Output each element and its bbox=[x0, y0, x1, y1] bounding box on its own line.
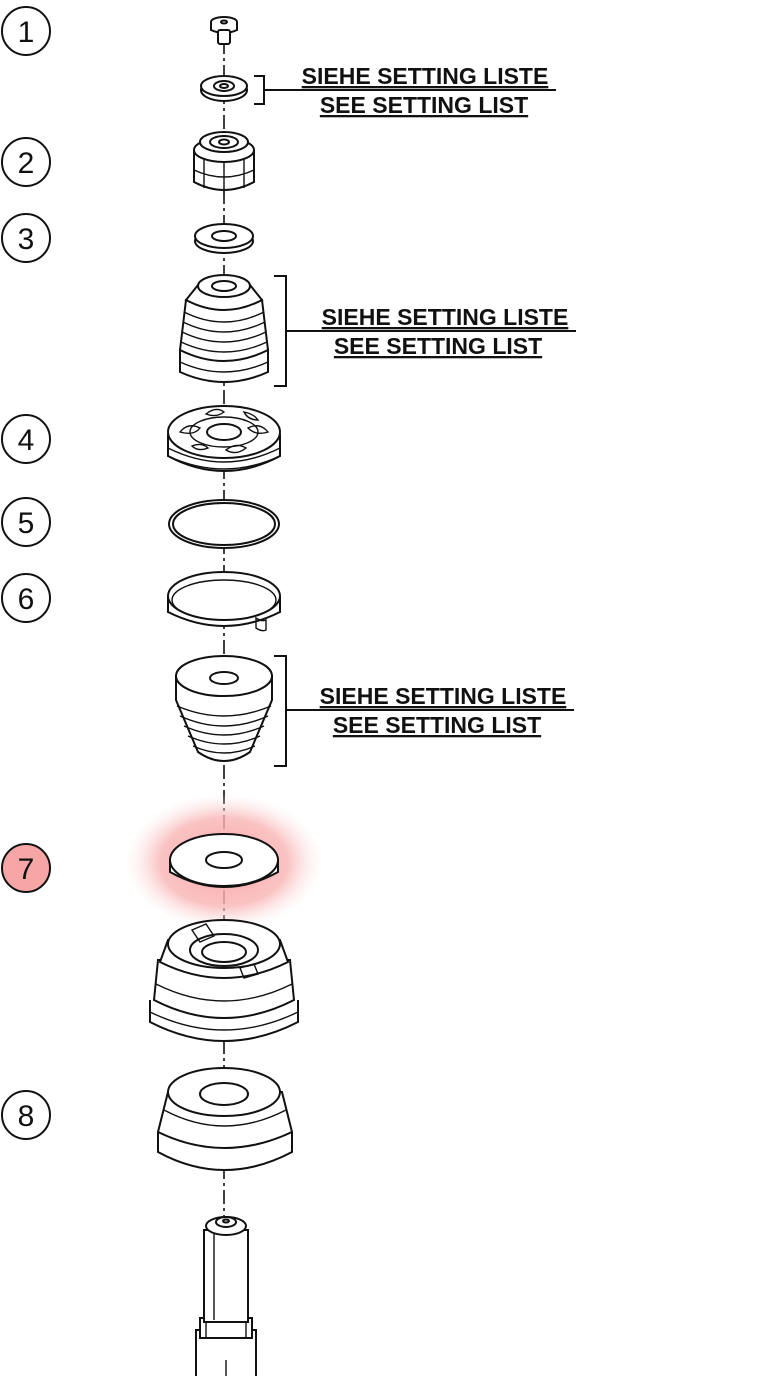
item-number-2: 2 bbox=[1, 137, 51, 187]
part-stem bbox=[195, 1216, 257, 1376]
part-bottom-cap bbox=[156, 1067, 294, 1171]
item-number-6: 6 bbox=[1, 573, 51, 623]
item-number-3-label: 3 bbox=[18, 223, 35, 256]
part-o-ring bbox=[168, 499, 280, 549]
part-nozzle-screw bbox=[210, 16, 238, 45]
callout-2-line2: SEE SETTING LIST bbox=[334, 333, 542, 359]
item-number-5: 5 bbox=[1, 497, 51, 547]
item-number-6-label: 6 bbox=[18, 583, 35, 616]
part-spring-stack-lower bbox=[175, 655, 273, 762]
callout-3-line1: SIEHE SETTING LISTE bbox=[320, 683, 567, 709]
part-spring-stack-upper bbox=[178, 274, 270, 383]
item-number-8: 8 bbox=[1, 1090, 51, 1140]
item-number-7-label: 7 bbox=[18, 853, 35, 886]
item-number-1: 1 bbox=[1, 6, 51, 56]
item-number-4: 4 bbox=[1, 414, 51, 464]
callout-setting-list-1: SIEHE SETTING LISTE SEE SETTING LIST bbox=[254, 63, 556, 118]
part-retaining-ring bbox=[167, 571, 281, 632]
callout-3-line2: SEE SETTING LIST bbox=[333, 712, 541, 738]
item-number-5-label: 5 bbox=[18, 507, 35, 540]
item-number-7-highlighted: 7 bbox=[1, 843, 51, 893]
part-swirl-disc bbox=[167, 405, 281, 472]
callout-1-line2: SEE SETTING LIST bbox=[320, 92, 528, 118]
part-highlighted-washer bbox=[169, 833, 279, 888]
item-number-4-label: 4 bbox=[18, 424, 35, 457]
part-nozzle-washer bbox=[200, 75, 248, 102]
callout-1-line1: SIEHE SETTING LISTE bbox=[302, 63, 549, 89]
callout-2-line1: SIEHE SETTING LISTE bbox=[322, 304, 569, 330]
callout-setting-list-2: SIEHE SETTING LISTE SEE SETTING LIST bbox=[274, 275, 576, 387]
part-cap-housing bbox=[149, 919, 299, 1042]
item-number-1-label: 1 bbox=[18, 16, 35, 49]
item-number-8-label: 8 bbox=[18, 1100, 35, 1133]
part-flat-washer bbox=[194, 223, 254, 254]
item-number-3: 3 bbox=[1, 213, 51, 263]
item-number-2-label: 2 bbox=[18, 147, 35, 180]
callout-setting-list-3: SIEHE SETTING LISTE SEE SETTING LIST bbox=[274, 655, 574, 767]
part-hex-nut bbox=[193, 131, 255, 193]
